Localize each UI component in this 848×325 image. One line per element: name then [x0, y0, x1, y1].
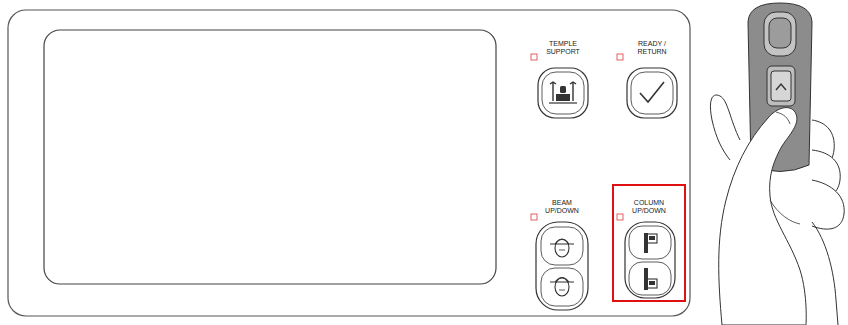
beam-up-down-button-part	[559, 290, 565, 291]
remote-in-hand-part	[769, 18, 791, 48]
column-up-down-button	[625, 222, 675, 298]
remote-in-hand-part	[776, 84, 786, 90]
beam-up-down-button	[536, 222, 588, 310]
ready-return-button-part	[640, 82, 664, 102]
column-up-down-button-part	[625, 222, 675, 298]
beam-up-down-button-part	[541, 227, 583, 265]
temple-support-button-part	[549, 102, 577, 103]
remote-in-hand-part	[719, 108, 806, 325]
beam-up-down-button-part	[555, 278, 569, 296]
remote-in-hand-part	[764, 12, 796, 56]
panel-housing	[8, 10, 690, 316]
indicator-led-part	[531, 54, 537, 60]
temple-support-button-part	[538, 68, 588, 118]
display-screen-part	[44, 30, 496, 284]
button-label: TEMPLE SUPPORT	[541, 40, 585, 59]
column-up-down-button-part	[647, 279, 657, 288]
button-label: BEAM UP/DOWN	[540, 199, 584, 218]
beam-up-down-button-part	[541, 268, 583, 306]
remote-in-hand	[710, 3, 844, 325]
button-caption: BEAM UP/DOWN	[540, 199, 584, 216]
button-caption: READY / RETURN	[630, 40, 674, 57]
panel-housing-part	[8, 10, 690, 316]
beam-up-down-button-part	[559, 250, 565, 251]
remote-in-hand-part	[771, 71, 791, 101]
remote-in-hand-part	[767, 66, 795, 106]
column-up-down-button-part	[649, 236, 655, 240]
temple-support-button-part	[550, 82, 576, 101]
indicator-led	[531, 54, 623, 220]
column-up-down-button-part	[629, 262, 671, 295]
temple-support-button	[538, 68, 588, 118]
remote-in-hand-part	[710, 95, 740, 160]
button-caption: TEMPLE SUPPORT	[541, 40, 585, 57]
beam-up-down-button-part	[550, 240, 574, 245]
remote-in-hand-part	[776, 112, 790, 124]
column-up-down-button-part	[649, 281, 655, 285]
temple-support-button-part	[556, 94, 570, 101]
column-up-down-button-part	[629, 226, 671, 259]
beam-up-down-button-part	[536, 222, 588, 310]
ready-return-button-part	[631, 72, 673, 114]
button-caption: COLUMN UP/DOWN	[627, 199, 671, 216]
indicator-led-part	[617, 214, 623, 220]
beam-up-down-button-part	[550, 278, 574, 283]
ready-return-button	[627, 68, 677, 118]
highlight-box: COLUMN UP/DOWN	[612, 184, 686, 302]
indicator-led-part	[617, 54, 623, 60]
temple-support-button-part	[560, 86, 566, 93]
remote-in-hand-part	[770, 200, 800, 224]
remote-in-hand-part	[812, 222, 838, 325]
remote-in-hand-part	[812, 180, 844, 229]
indicator-led-part	[531, 214, 537, 220]
display-screen	[44, 30, 496, 284]
button-label: READY / RETURN	[630, 40, 674, 59]
ready-return-button-part	[627, 68, 677, 118]
column-up-down-button-part	[647, 234, 657, 243]
temple-support-button-part	[542, 72, 584, 114]
